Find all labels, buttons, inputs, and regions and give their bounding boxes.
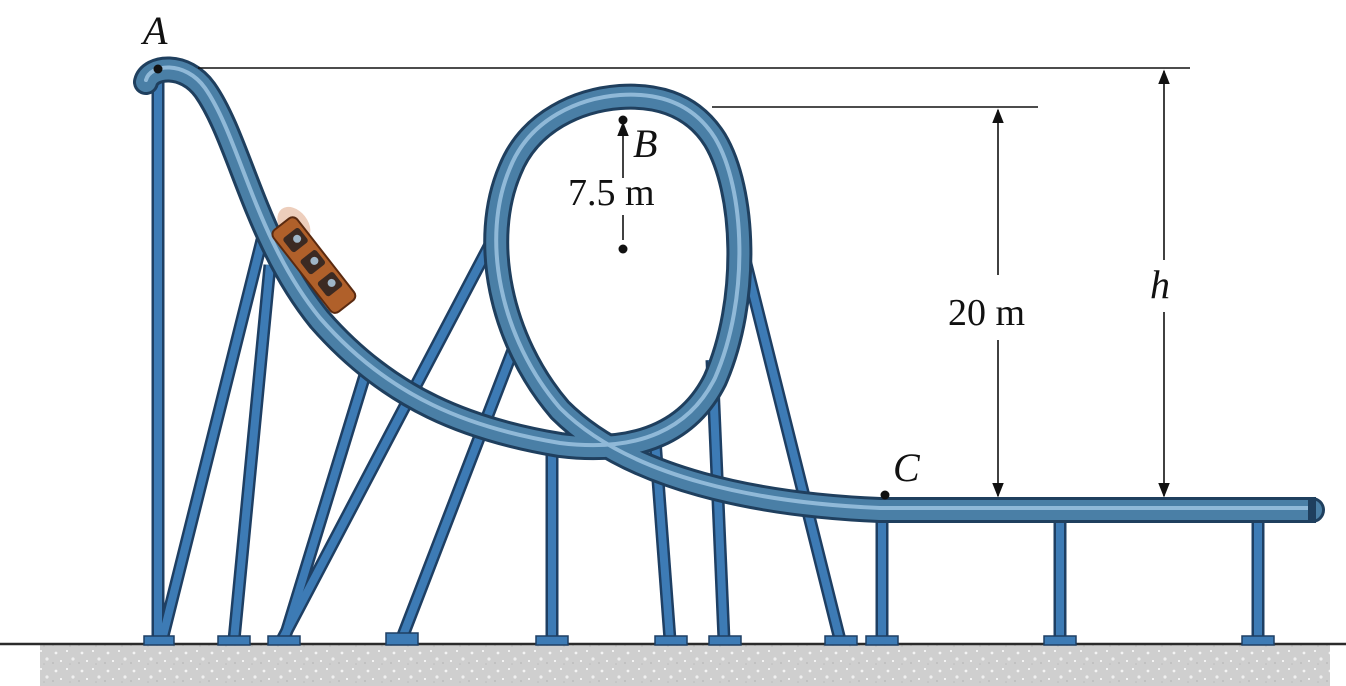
track-supports-fill (154, 75, 1262, 642)
point-markers (153, 64, 890, 500)
coaster-track (133, 56, 1325, 523)
label-loop-radius: 7.5 m (568, 172, 655, 214)
loop-center-dot (618, 244, 628, 254)
coaster-car (271, 206, 357, 314)
label-point-a: A (140, 8, 168, 53)
support-feet (143, 632, 1275, 646)
point-a-dot (153, 64, 163, 74)
label-height-h: h (1150, 262, 1170, 307)
point-c-dot (880, 490, 890, 500)
point-b-dot (618, 115, 628, 125)
ground (0, 642, 1346, 686)
label-point-c: C (893, 445, 921, 490)
dimension-lines (198, 67, 1190, 498)
label-loop-height: 20 m (948, 292, 1025, 334)
label-point-b: B (633, 121, 657, 166)
